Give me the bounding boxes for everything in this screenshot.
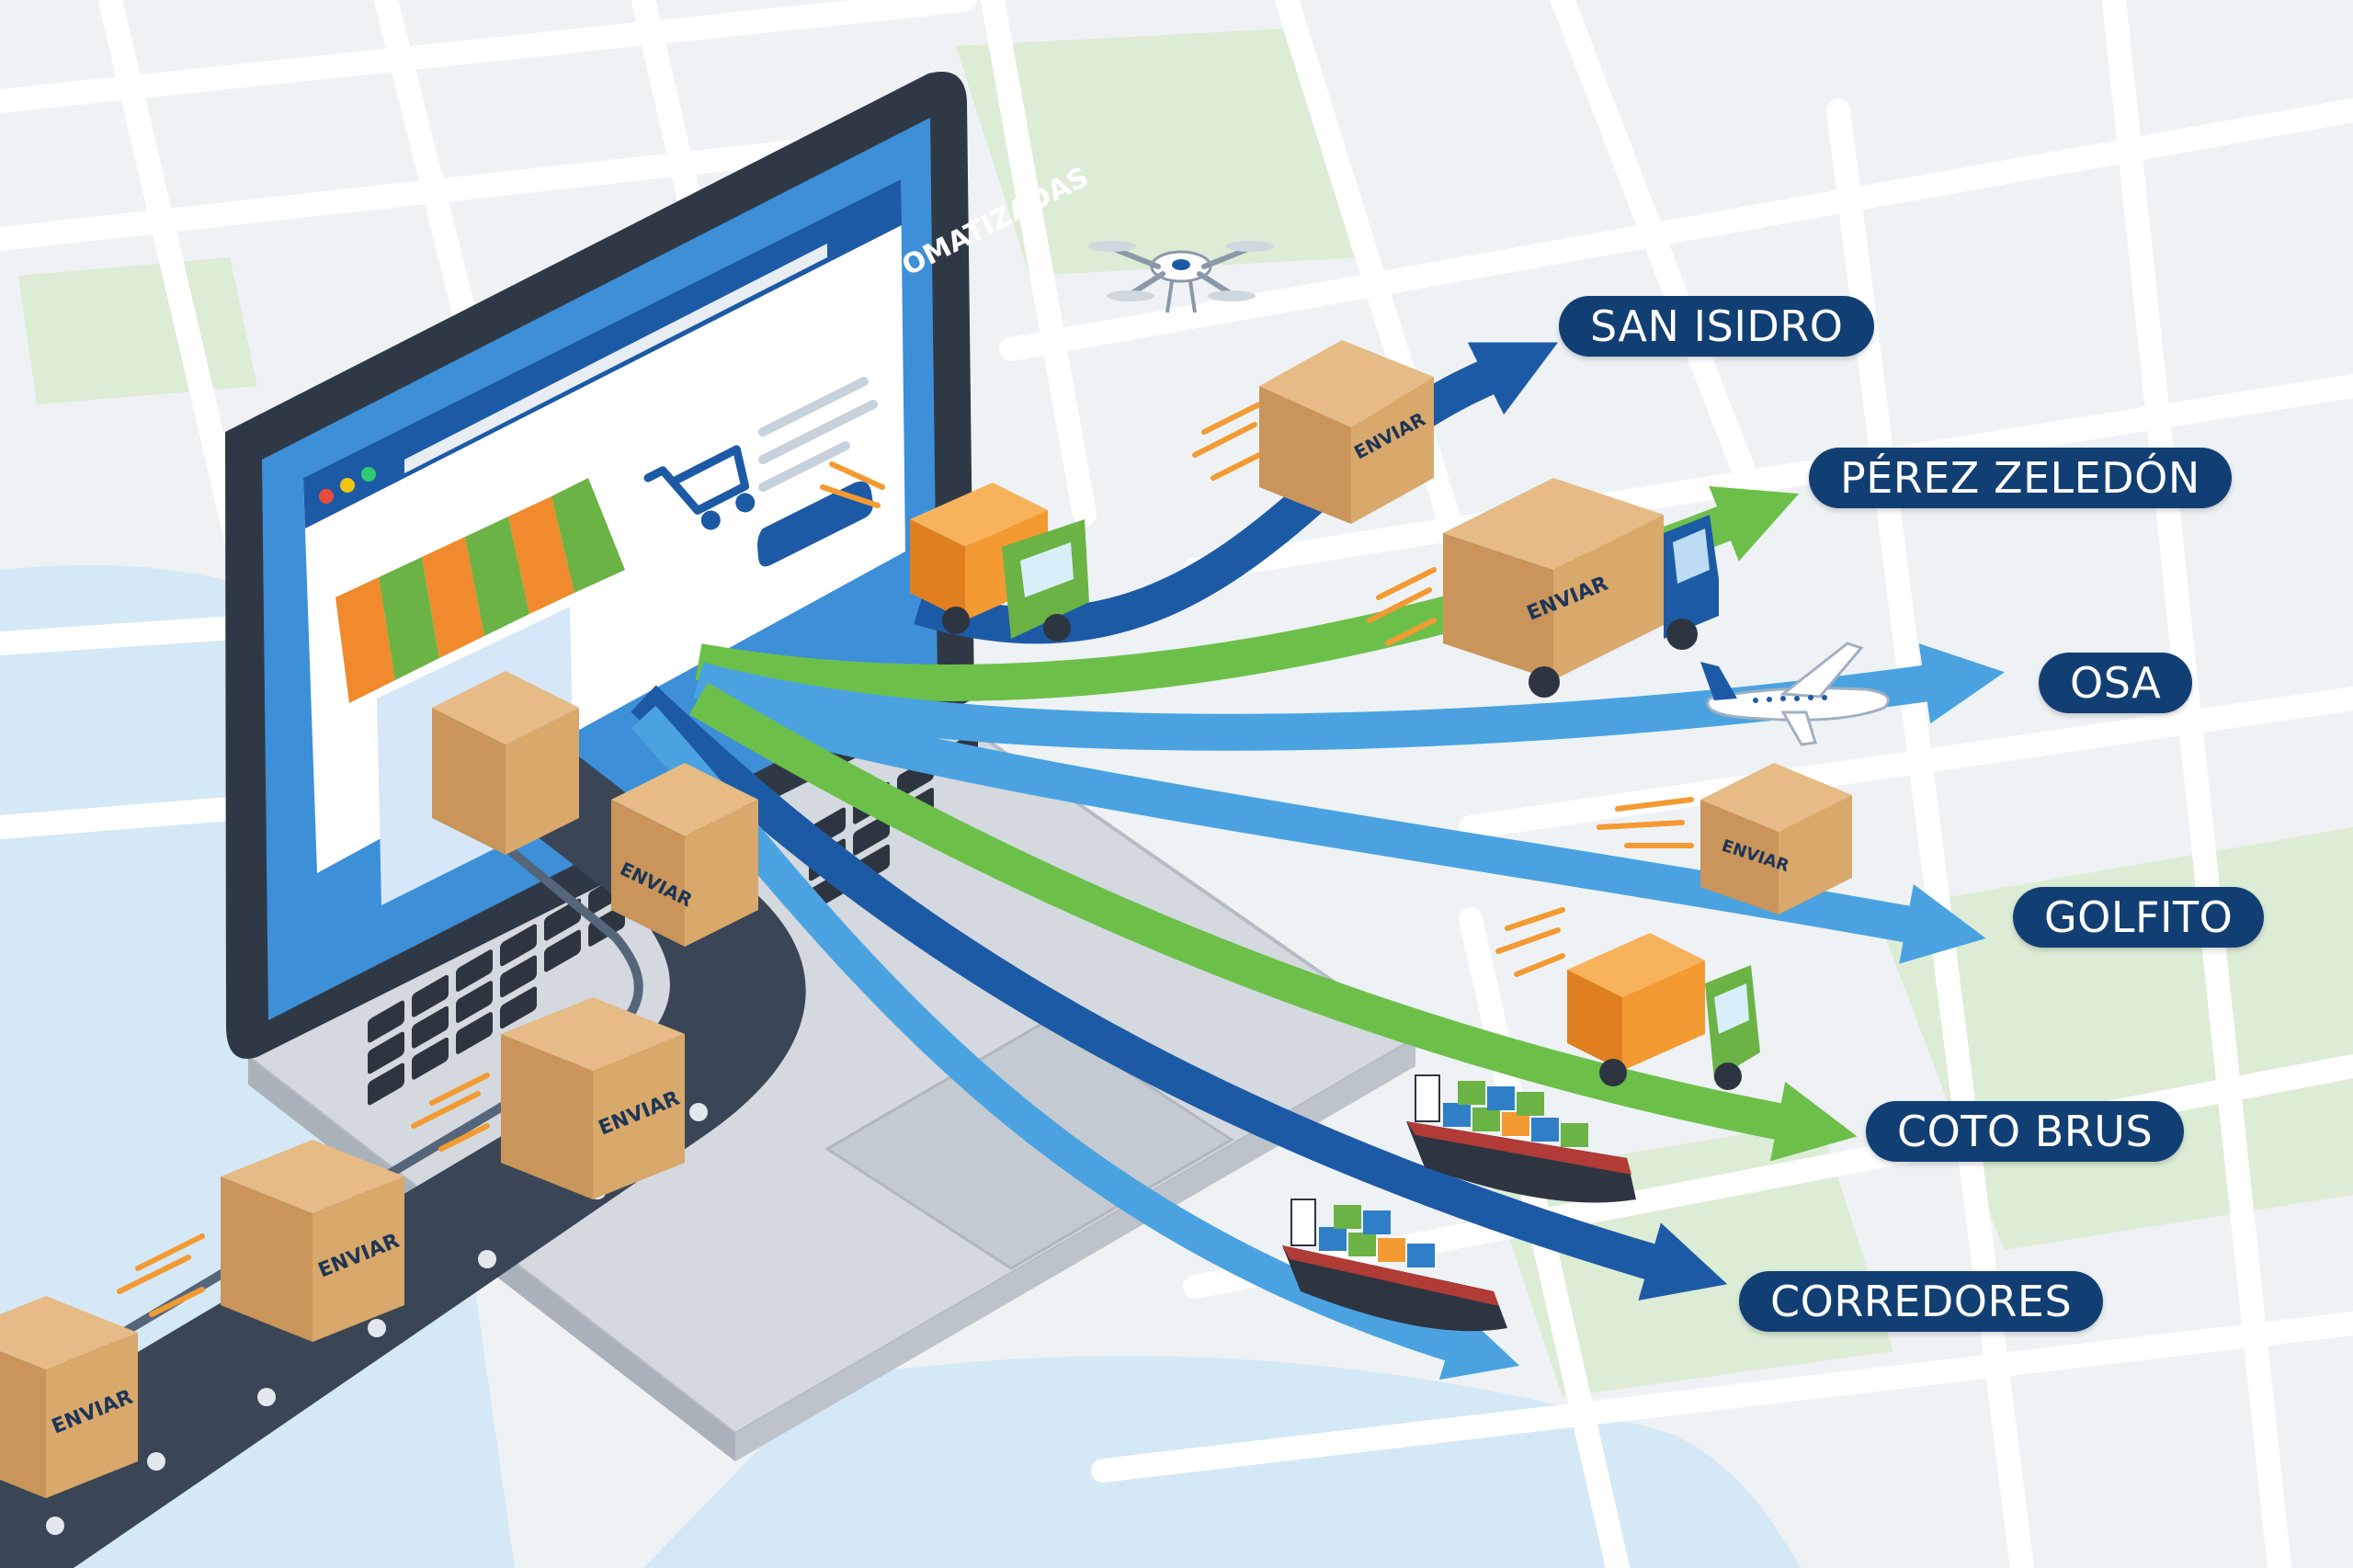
ship-icon [1282, 1199, 1507, 1332]
destination-osa: OSA [2039, 653, 2193, 713]
destination-golfito: GOLFITO [2013, 887, 2265, 948]
page-text-lines [758, 377, 878, 492]
storefront-awning [335, 478, 625, 703]
window-close-dot [319, 489, 334, 504]
conveyor-rollers [46, 1103, 708, 1535]
truck-icon: ENVIAR [1443, 478, 1719, 698]
park-area [956, 28, 1360, 276]
box-icon: ENVIAR [1259, 340, 1434, 524]
destination-corredores: CORREDORES [1739, 1271, 2104, 1332]
window-max-dot [361, 467, 376, 482]
box-icon [432, 671, 579, 855]
box-icon: ENVIAR [221, 1140, 404, 1342]
route-corredores [631, 685, 1728, 1301]
window-min-dot [340, 478, 355, 493]
cart-icon [643, 445, 756, 530]
destination-san-isidro: SAN ISIDRO [1559, 296, 1875, 357]
box-icon: ENVIAR [1700, 763, 1852, 915]
truck-icon [1567, 933, 1760, 1090]
park-area [18, 257, 257, 404]
box-icon: ENVIAR [501, 997, 685, 1199]
drone-icon [1088, 241, 1274, 313]
route-coto-brus [688, 682, 1858, 1162]
speed-lines [117, 402, 1694, 1317]
box-icon: ENVIAR [611, 763, 758, 947]
destination-coto-brus: COTO BRUS [1866, 1101, 2185, 1162]
truck-icon [910, 483, 1089, 642]
airplane-icon [1700, 642, 1890, 746]
page-button [757, 481, 873, 567]
address-bar [404, 244, 827, 473]
destination-perez-zeledon: PÉREZ ZELEDÓN [1809, 448, 2232, 508]
box-icon: ENVIAR [0, 1296, 138, 1498]
ship-icon [1406, 1074, 1636, 1203]
